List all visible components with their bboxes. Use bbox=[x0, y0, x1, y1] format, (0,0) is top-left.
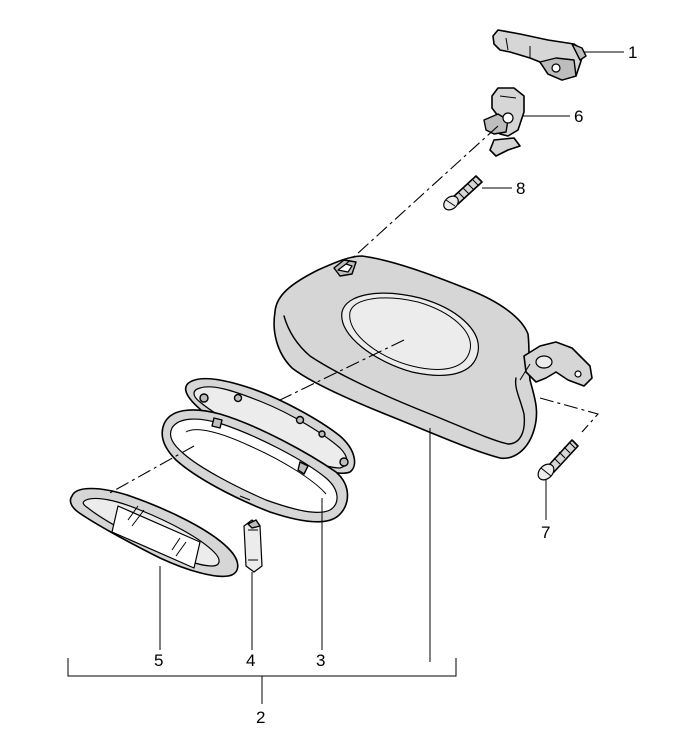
callout-7: 7 bbox=[541, 523, 550, 542]
mounting-bracket-part bbox=[492, 29, 587, 81]
callout-6: 6 bbox=[574, 107, 583, 126]
callout-1: 1 bbox=[628, 43, 637, 62]
callout-labels: 1 6 8 7 5 4 3 2 bbox=[154, 43, 637, 727]
mirror-frame-part bbox=[161, 377, 356, 523]
leader-lines bbox=[67, 51, 624, 704]
sun-visor-body-part bbox=[273, 255, 593, 459]
bulb-part bbox=[243, 519, 263, 573]
callout-8: 8 bbox=[516, 179, 525, 198]
assembly-lines bbox=[107, 125, 599, 495]
hinge-clip-part bbox=[483, 87, 525, 157]
screw-upper-part bbox=[443, 175, 483, 211]
callout-4: 4 bbox=[246, 651, 255, 670]
callout-2: 2 bbox=[256, 708, 265, 727]
callout-3: 3 bbox=[316, 651, 325, 670]
screw-lower-part bbox=[537, 439, 579, 481]
mirror-glass-part bbox=[69, 487, 239, 578]
callout-5: 5 bbox=[154, 651, 163, 670]
